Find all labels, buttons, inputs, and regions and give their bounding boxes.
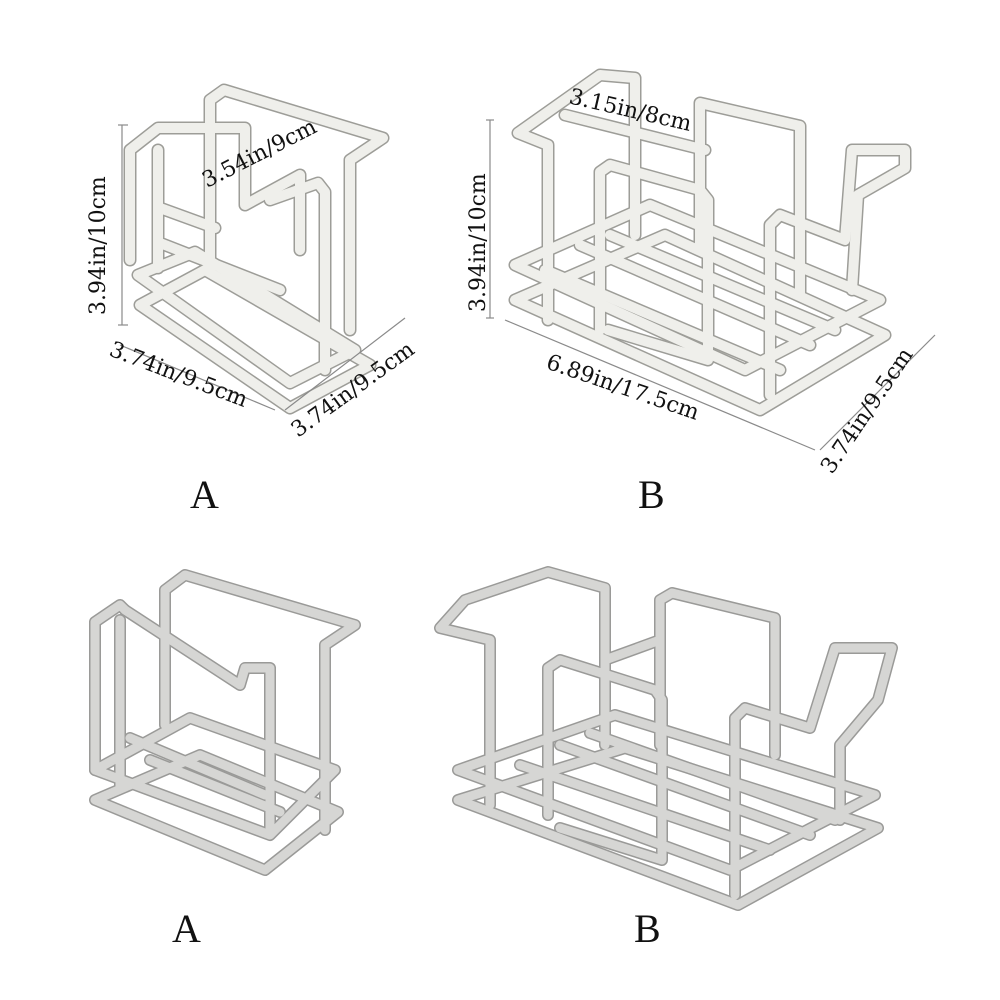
bottom-b-letter: B xyxy=(634,906,661,951)
rack-a-grey xyxy=(89,569,361,876)
top-a-letter: A xyxy=(190,472,219,517)
top-b-width-label: 6.89in/17.5cm xyxy=(543,350,702,426)
rack-b-grey xyxy=(434,566,898,911)
top-b-height-label: 3.94in/10cm xyxy=(466,173,491,312)
top-b-letter: B xyxy=(638,472,665,517)
rack-a-white xyxy=(118,83,406,415)
bottom-a-letter: A xyxy=(172,906,201,951)
top-a-width-label: 3.74in/9.5cm xyxy=(106,337,251,413)
top-a-height-label: 3.94in/10cm xyxy=(86,176,111,315)
rack-b-white xyxy=(486,68,936,451)
